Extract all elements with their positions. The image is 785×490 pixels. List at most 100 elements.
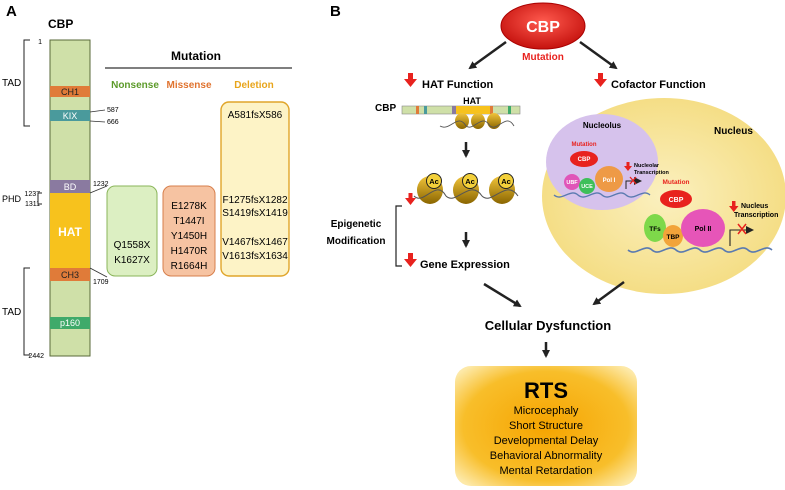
- domain-ch3: [50, 268, 90, 281]
- nucleolar-block-icon: [629, 176, 637, 185]
- epigenetic-label-line2: Modification: [327, 236, 386, 247]
- arrow-gene-to-dysfunction: [483, 282, 522, 308]
- residue-666: 666: [107, 119, 119, 126]
- tfs-ellipse: [644, 214, 666, 242]
- nucleus-transcription-label-2: Transcription: [734, 212, 778, 219]
- domain-ch3-label: CH3: [61, 270, 79, 280]
- acetyl-label-1: Ac: [429, 177, 439, 186]
- phd-label: PHD: [2, 194, 22, 204]
- residue-1311: 1311: [25, 201, 40, 208]
- missense-mutation: Y1450H: [171, 231, 207, 242]
- residue-587: 587: [107, 107, 119, 114]
- phd-bracket: [37, 192, 42, 205]
- pol2-label: Pol II: [695, 226, 712, 233]
- nucleus-block-icon: [737, 223, 747, 235]
- gene-cbp-label: CBP: [375, 103, 396, 114]
- acetylated-nucleosomes: [413, 173, 519, 204]
- domain-ch1-label: CH1: [61, 87, 79, 97]
- nucleus-mutation-label: Mutation: [662, 179, 689, 186]
- epigenetic-label-line1: Epigenetic: [331, 219, 382, 230]
- nucleolus-dna: [553, 192, 651, 198]
- deletion-box: [220, 101, 290, 277]
- missense-box: [162, 185, 216, 277]
- pol2-ellipse: [681, 209, 725, 247]
- gene-expression-down-arrow-icon: [404, 253, 417, 267]
- tbp-ellipse: [663, 225, 683, 247]
- nonsense-mutation: Q1558X: [114, 240, 151, 251]
- missense-title: Missense: [166, 80, 211, 91]
- domain-p160: [50, 317, 90, 329]
- deletion-mutation: A581fsX586: [228, 110, 283, 121]
- domain-kix-label: KIX: [63, 111, 78, 121]
- cofactor-function-label: Cofactor Function: [611, 79, 706, 91]
- nucleolar-transcription-label-1: Nucleolar: [634, 163, 660, 169]
- rts-symptom: Behavioral Abnormality: [490, 450, 603, 462]
- nucleolus-cbp-label: CBP: [578, 157, 591, 163]
- nucleus-down-arrow-icon: [729, 201, 739, 212]
- rts-symptom: Developmental Delay: [494, 435, 599, 447]
- cofactor-down-arrow-icon: [594, 73, 607, 87]
- panel-a-label: A: [6, 3, 17, 20]
- tad-bottom-label: TAD: [2, 307, 21, 318]
- acetyl-label-2: Ac: [465, 177, 475, 186]
- cbp-title: CBP: [526, 19, 560, 36]
- residue-1237: 1237: [24, 191, 40, 198]
- gene-nucleosomes: [439, 113, 515, 129]
- cbp-mutation-label: Mutation: [522, 52, 564, 63]
- pol1-ellipse: [595, 166, 623, 192]
- nucleus-cbp-ellipse: [660, 190, 692, 208]
- tad-bottom-bracket: [23, 267, 30, 356]
- nonsense-title: Nonsense: [111, 80, 159, 91]
- tfs-label: TFs: [649, 226, 661, 233]
- hat-down-arrow-icon: [404, 73, 417, 87]
- protein-title: CBP: [48, 17, 73, 31]
- rts-symptom: Mental Retardation: [500, 465, 593, 477]
- domain-hat-label: HAT: [58, 225, 82, 239]
- nucleus-transcription-label-1: Nucleus: [741, 203, 768, 210]
- domain-ch1: [50, 86, 90, 97]
- deletion-mutation: S1419fsX1419: [222, 208, 288, 219]
- domain-kix: [50, 110, 90, 121]
- mutation-header: Mutation: [171, 49, 221, 63]
- nucleolus-cbp-ellipse: [570, 151, 598, 167]
- rts-symptom: Microcephaly: [514, 405, 579, 417]
- nonsense-mutation: K1627X: [114, 255, 150, 266]
- nucleolus-mutation-label: Mutation: [572, 142, 597, 148]
- epigenetic-bracket: [395, 205, 402, 267]
- cellular-dysfunction-label: Cellular Dysfunction: [485, 318, 611, 333]
- tad-top-bracket: [23, 39, 30, 127]
- nucleolar-down-arrow-icon: [624, 162, 632, 171]
- nucleus-cbp-label: CBP: [669, 197, 684, 204]
- domain-bd: [50, 180, 90, 193]
- nucleolus-label: Nucleolus: [583, 121, 622, 130]
- residue-1: 1: [38, 39, 42, 46]
- arrow-to-cofactor: [579, 40, 618, 70]
- nucleus-transcription-arrow: [729, 226, 754, 246]
- missense-mutation: T1447I: [173, 216, 204, 227]
- tad-top-label: TAD: [2, 78, 21, 89]
- arrow-nucleus-to-dysfunction: [592, 280, 625, 306]
- ubf-circle: [564, 174, 580, 190]
- panel-b-label: B: [330, 3, 341, 20]
- rts-title: RTS: [524, 378, 568, 403]
- tbp-label: TBP: [667, 234, 681, 241]
- deletion-mutation: F1275fsX1282: [222, 195, 287, 206]
- missense-mutation: R1664H: [171, 261, 208, 272]
- uce-circle: [579, 178, 595, 194]
- acetyl-label-3: Ac: [501, 177, 511, 186]
- nucleolar-transcription-label-2: Transcription: [634, 170, 669, 176]
- residue-1232: 1232: [93, 181, 109, 188]
- deletion-title: Deletion: [234, 80, 273, 91]
- acetyl-down-arrow-icon: [405, 193, 416, 205]
- hat-function-label: HAT Function: [422, 79, 494, 91]
- domain-hat: [50, 193, 90, 268]
- missense-mutation: H1470R: [171, 246, 208, 257]
- nucleus-dna: [627, 247, 773, 253]
- nucleus-label: Nucleus: [714, 126, 753, 137]
- domain-bd-label: BD: [64, 182, 77, 192]
- domain-p160-label: p160: [60, 318, 80, 328]
- rts-box: [455, 366, 637, 486]
- gene-expression-label: Gene Expression: [420, 259, 510, 271]
- pol1-label: Pol I: [603, 178, 616, 184]
